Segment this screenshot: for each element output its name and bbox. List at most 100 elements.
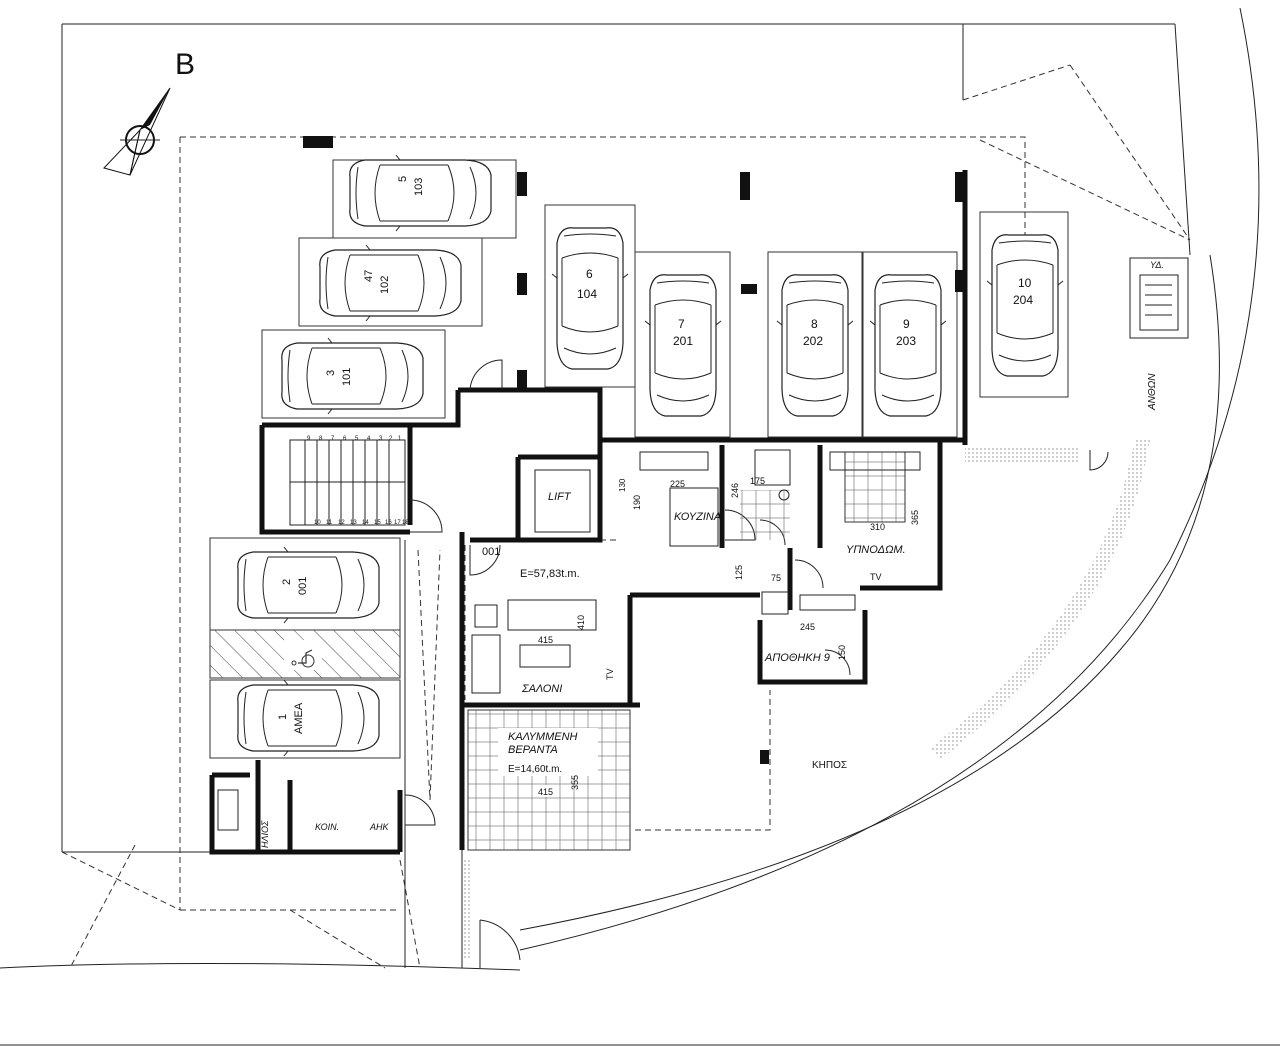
parking-spot-5: 5 103	[332, 154, 517, 239]
parking-number: 5	[397, 176, 409, 182]
lift-shaft: LIFT	[534, 469, 591, 533]
stair-number: 6	[343, 436, 347, 442]
parking-number: 9	[903, 317, 910, 331]
parking-number: 2	[281, 579, 293, 585]
room-label-living: ΣΑΛΟΝΙ	[521, 683, 562, 695]
tv-label: TV	[870, 572, 882, 582]
storage-room: 245 150 ΑΠΟΘΗΚΗ 9	[761, 591, 856, 664]
dim-190: 190	[632, 495, 642, 510]
stair-number: 5	[355, 436, 359, 442]
dim-75: 75	[771, 573, 781, 583]
veranda-area: E=14,60t.m.	[508, 764, 562, 775]
building-walls	[209, 170, 968, 855]
dim-245: 245	[800, 622, 815, 632]
stair-number: 12	[338, 520, 345, 526]
parking-spot-10: 10 204	[979, 211, 1069, 398]
dim-310: 310	[870, 522, 885, 532]
parking-spot-1: 1 ΑΜΕΑ	[209, 679, 401, 759]
north-arrow: B	[103, 48, 195, 176]
wheelchair-icon	[291, 649, 315, 668]
parking-number: 7	[678, 317, 685, 331]
stair-number: 1	[398, 436, 402, 442]
stair-number: 13	[350, 520, 357, 526]
stair-number: 4	[367, 436, 371, 442]
dim-130: 130	[618, 478, 627, 492]
dim-415-veranda: 415	[538, 787, 553, 797]
service-rooms: ΗΛΙΟΣ ΚΟΙΝ. ΑΗΚ	[217, 789, 390, 848]
dim-365: 365	[910, 510, 920, 525]
garden-label: ΚΗΠΟΣ	[812, 760, 847, 771]
dim-415: 415	[538, 635, 553, 645]
parking-unit: 102	[379, 276, 391, 294]
room-label-storage: ΑΠΟΘΗΚΗ 9	[764, 652, 830, 664]
parking-number: 10	[1018, 276, 1032, 290]
veranda-title-1: ΚΑΛΥΜΜΕΝΗ	[508, 731, 578, 743]
structural-columns	[303, 136, 966, 764]
parking-spot-8: 8 202	[767, 251, 864, 438]
dim-246: 246	[730, 483, 740, 498]
dim-125: 125	[734, 565, 744, 580]
bathroom: 246 175 125 75	[730, 449, 791, 583]
stair-number: 14	[362, 520, 369, 526]
stair-number: 8	[319, 436, 323, 442]
parking-number: 3	[325, 370, 337, 376]
stair-number: 11	[326, 520, 333, 526]
stair-number: 16	[385, 520, 392, 526]
water-label: ΥΔ.	[1150, 260, 1164, 270]
room-label-bedroom: ΥΠΝΟΔΩΜ.	[846, 544, 906, 556]
bedroom: ΥΠΝΟΔΩΜ. 310 365 TV	[829, 451, 921, 582]
parking-spot-9: 9 203	[861, 251, 958, 438]
lift-label: LIFT	[548, 491, 572, 503]
apartment-area: E=57,83t.m.	[520, 568, 580, 580]
stair-number: 17	[394, 520, 401, 526]
flowers-label: ΑΝΘΩΝ	[1147, 373, 1158, 411]
apartment-id: 001	[482, 546, 500, 558]
garden: ΚΗΠΟΣ ΥΔ. ΑΝΘΩΝ	[812, 257, 1189, 771]
stair-number: 18	[402, 520, 409, 526]
stair-number: 2	[389, 436, 393, 442]
parking-unit: 202	[803, 334, 823, 348]
stair-number: 15	[374, 520, 381, 526]
dim-150: 150	[837, 645, 847, 660]
parking-number: 1	[277, 714, 289, 720]
dim-175: 175	[750, 476, 765, 486]
covered-veranda: ΚΑΛΥΜΜΕΝΗ ΒΕΡΑΝΤΑ E=14,60t.m. 415 355	[467, 709, 631, 851]
parking-unit: 001	[297, 577, 309, 595]
parking-unit: 103	[413, 178, 425, 196]
living-room: 001 E=57,83t.m. 415 410 ΣΑΛΟΝΙ TV	[471, 546, 615, 695]
parking-spot-7: 7 201	[634, 251, 731, 438]
parking-number: 6	[586, 267, 593, 281]
parking-unit: 203	[896, 334, 916, 348]
ahk-label: ΑΗΚ	[369, 822, 390, 832]
parking-spot-3: 3 101	[261, 329, 446, 419]
entrance-path	[404, 540, 470, 968]
dim-410: 410	[576, 615, 586, 630]
parking-unit: ΑΜΕΑ	[293, 702, 305, 734]
parking-spot-6: 6 104	[544, 204, 636, 388]
stair-number: 3	[379, 436, 383, 442]
parking-spot-2: 2 001	[209, 537, 401, 631]
dim-225: 225	[670, 479, 685, 489]
parking-unit: 201	[673, 334, 693, 348]
dim-355: 355	[570, 775, 580, 790]
stair-number: 9	[307, 436, 311, 442]
tv-label: TV	[605, 668, 615, 680]
kitchen-area: ΚΟΥΖΙΝΑ 225 190 130	[618, 451, 721, 547]
parking-number: 8	[811, 317, 818, 331]
room-label-kitchen: ΚΟΥΖΙΝΑ	[674, 511, 721, 523]
stair-number: 10	[314, 520, 321, 526]
staircase: 9 8 7 6 5 4 3 2 1 10 11 12 13 14 15 16 1…	[289, 436, 409, 526]
site-boundary	[0, 7, 1280, 1046]
common-label: ΚΟΙΝ.	[315, 822, 339, 832]
disabled-parking-marking	[209, 629, 401, 679]
parking-spot-47: 47 102	[298, 237, 483, 327]
compass-label: B	[175, 48, 195, 81]
parking-unit: 104	[577, 287, 597, 301]
stair-number: 7	[331, 436, 335, 442]
parking-unit: 101	[341, 368, 353, 386]
parking-unit: 204	[1013, 293, 1033, 307]
solar-label: ΗΛΙΟΣ	[260, 820, 270, 848]
veranda-title-2: ΒΕΡΑΝΤΑ	[508, 744, 558, 756]
parking-number: 47	[363, 270, 375, 282]
